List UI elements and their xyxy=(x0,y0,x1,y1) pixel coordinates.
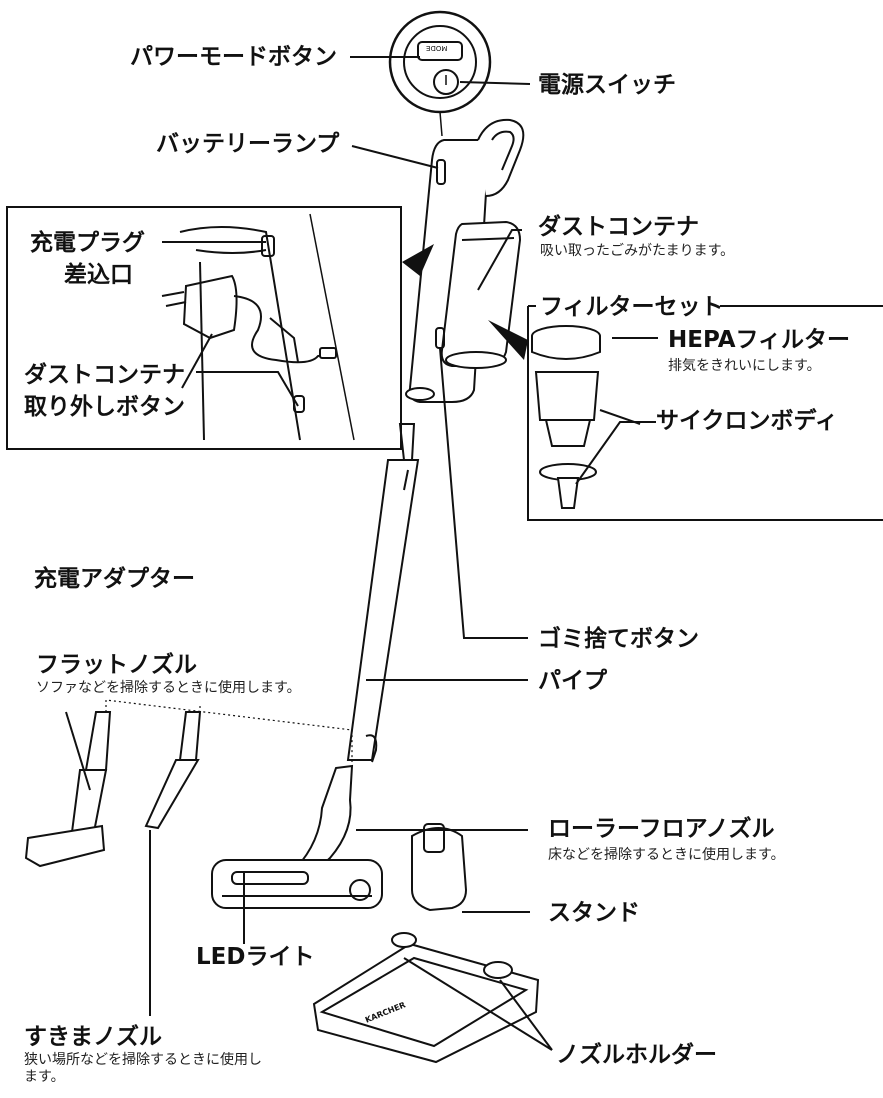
detail-inset-box xyxy=(6,206,402,450)
label-filter-set: フィルターセット xyxy=(540,294,724,320)
desc-flat-nozzle: ソファなどを掃除するときに使用します。 xyxy=(36,680,301,696)
label-pipe: パイプ xyxy=(538,668,607,694)
label-dust-release-1: ダストコンテナ xyxy=(24,362,185,388)
label-power-switch: 電源スイッチ xyxy=(538,72,676,98)
label-flat-nozzle: フラットノズル xyxy=(36,652,197,678)
label-hepa-filter: HEPAフィルター xyxy=(668,327,851,353)
roller-floor-nozzle-shape xyxy=(211,764,383,909)
leader-lines xyxy=(65,56,658,1051)
pipe-shape xyxy=(346,423,420,763)
label-battery-lamp: バッテリーランプ xyxy=(156,131,340,157)
label-nozzle-holder: ノズルホルダー xyxy=(556,1042,717,1068)
label-dust-container: ダストコンテナ xyxy=(538,214,699,240)
desc-dust-container: 吸い取ったごみがたまります。 xyxy=(540,243,735,259)
label-stand: スタンド xyxy=(548,900,640,926)
mode-text: MODE xyxy=(426,44,448,52)
label-charge-adapter: 充電アダプター xyxy=(34,566,195,592)
desc-hepa-filter: 排気をきれいにします。 xyxy=(668,358,821,374)
label-roller-floor-nozzle: ローラーフロアノズル xyxy=(548,816,775,842)
filter-set-shapes xyxy=(531,325,601,509)
label-charge-plug-port-1: 充電プラグ xyxy=(30,230,145,256)
label-crevice-nozzle: すきまノズル xyxy=(24,1024,162,1050)
charge-adapter-shape xyxy=(161,274,337,364)
flat-nozzle-shape xyxy=(24,711,112,868)
desc-crevice-nozzle: 狭い場所などを掃除するときに使用します。 xyxy=(24,1052,262,1085)
label-led-light: LEDライト xyxy=(196,944,315,970)
label-dust-dump-button: ゴミ捨てボタン xyxy=(538,626,699,652)
stand-shape xyxy=(312,823,540,1064)
desc-roller-floor-nozzle: 床などを掃除するときに使用します。 xyxy=(548,847,785,863)
label-dust-release-2: 取り外しボタン xyxy=(24,394,185,420)
label-cyclone-body: サイクロンボディ xyxy=(656,408,838,434)
label-charge-plug-port-2: 差込口 xyxy=(64,262,133,288)
inset-detail-drawing xyxy=(179,213,355,441)
label-power-mode-button: パワーモードボタン xyxy=(130,44,337,70)
power-button-closeup xyxy=(388,10,492,114)
crevice-nozzle-shape xyxy=(144,711,202,830)
mode-button-shape xyxy=(417,41,463,61)
